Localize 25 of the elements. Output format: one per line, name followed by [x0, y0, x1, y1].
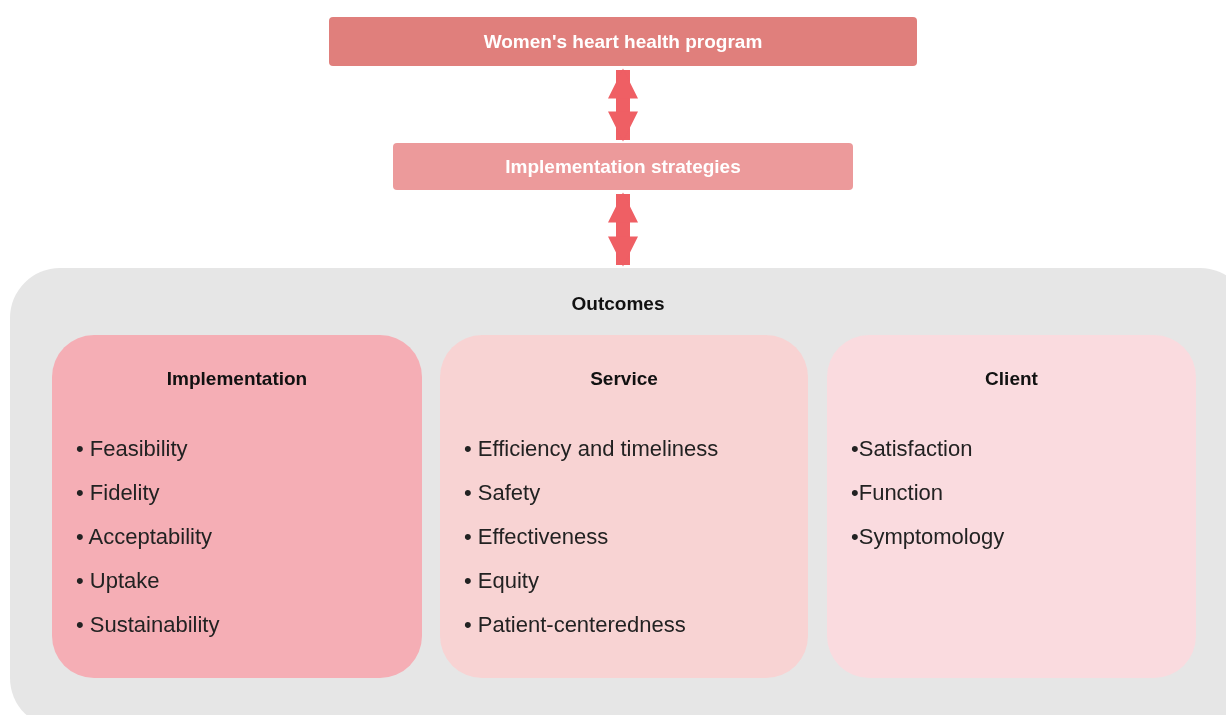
- heading: Outcomes: [570, 293, 666, 315]
- double-arrow: [608, 192, 638, 267]
- group-panel: [10, 268, 1226, 715]
- bullet-item: •Satisfaction: [851, 436, 973, 462]
- title-bar: [329, 17, 917, 66]
- bullet-item: • Fidelity: [76, 480, 160, 506]
- heading: Implementation strategies: [504, 155, 742, 179]
- bullet-item: •Symptomology: [851, 524, 1005, 550]
- heading: Client: [984, 368, 1039, 390]
- bullet-item: •Function: [851, 480, 944, 506]
- heading: Implementation: [165, 368, 309, 390]
- bullet-item: • Equity: [464, 568, 539, 594]
- bullet-item: • Safety: [464, 480, 541, 506]
- double-arrow: [608, 68, 638, 142]
- heading: Service: [589, 368, 659, 390]
- heading: Women's heart health program: [482, 30, 764, 54]
- category-card: [52, 335, 422, 678]
- bullet-item: • Efficiency and timeliness: [464, 436, 719, 462]
- title-bar: [393, 143, 853, 190]
- bullet-item: • Uptake: [76, 568, 160, 594]
- bullet-item: • Patient-centeredness: [464, 612, 686, 638]
- bullet-item: • Feasibility: [76, 436, 188, 462]
- bullet-item: • Effectiveness: [464, 524, 609, 550]
- bullet-item: • Acceptability: [76, 524, 213, 550]
- bullet-item: • Sustainability: [76, 612, 220, 638]
